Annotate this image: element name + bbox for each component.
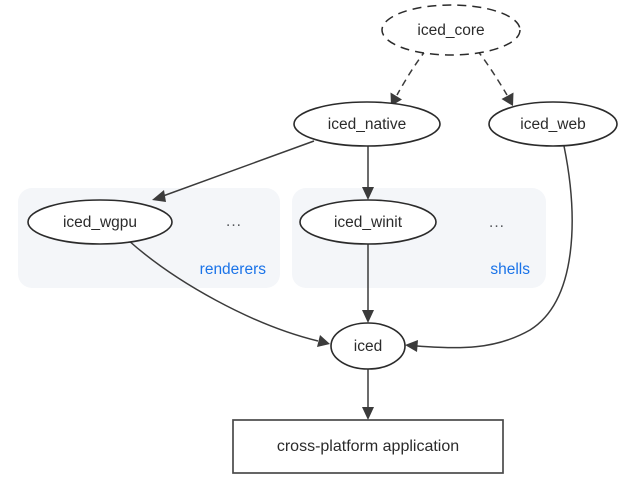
node-iced-native-shape[interactable]: [293, 101, 441, 147]
arrow-head-icon: [152, 190, 166, 202]
edge-iced-core-to-iced-native: [390, 49, 427, 106]
edge-iced-native-to-iced-winit: [362, 146, 374, 200]
node-iced-core-label: iced_core: [417, 22, 484, 39]
arrow-head-icon: [405, 340, 418, 352]
edge-line: [416, 145, 573, 349]
node-cross-platform-application[interactable]: cross-platform application: [232, 419, 504, 474]
edge-line: [127, 239, 319, 342]
arrow-head-icon: [362, 407, 374, 420]
node-iced-winit-label: iced_winit: [334, 214, 403, 231]
cluster-renderers-label: renderers: [200, 261, 267, 278]
node-iced-core[interactable]: iced_core: [381, 4, 521, 56]
node-iced-native[interactable]: iced_native: [293, 101, 441, 147]
arrow-head-icon: [317, 335, 330, 347]
edge-line: [396, 49, 427, 96]
edge-iced-native-to-iced-wgpu: [152, 140, 315, 202]
cluster-shells-label: shells: [490, 261, 530, 278]
arrow-head-icon: [362, 310, 374, 323]
edge-iced-web-to-iced: [405, 145, 573, 352]
node-iced-wgpu-shape[interactable]: [27, 199, 173, 245]
node-iced-label: iced: [354, 338, 382, 355]
edge-iced-winit-to-iced: [362, 244, 374, 323]
node-iced-native-label: iced_native: [328, 116, 406, 133]
edge-iced-to-application: [362, 369, 374, 420]
node-iced-web[interactable]: iced_web: [488, 101, 618, 147]
arrow-head-icon: [362, 187, 374, 200]
node-iced-web-label: iced_web: [520, 116, 586, 133]
node-application-shape[interactable]: [232, 419, 504, 474]
node-iced-web-shape[interactable]: [488, 101, 618, 147]
cluster-renderers-ellipsis: ...: [226, 213, 242, 230]
node-iced-core-shape[interactable]: [381, 4, 521, 56]
node-iced-wgpu[interactable]: iced_wgpu: [27, 199, 173, 245]
node-iced-winit-shape[interactable]: [299, 199, 437, 245]
edge-iced-wgpu-to-iced: [127, 239, 330, 347]
node-iced[interactable]: iced: [330, 322, 406, 370]
node-application-label: cross-platform application: [277, 438, 459, 455]
edge-iced-core-to-iced-web: [476, 49, 514, 106]
arrow-head-icon: [501, 92, 514, 106]
node-iced-wgpu-label: iced_wgpu: [63, 214, 137, 231]
edge-line: [476, 49, 508, 96]
cluster-shells-ellipsis: ...: [489, 214, 505, 231]
edge-line: [162, 140, 315, 197]
node-iced-shape[interactable]: [330, 322, 406, 370]
node-iced-winit[interactable]: iced_winit: [299, 199, 437, 245]
